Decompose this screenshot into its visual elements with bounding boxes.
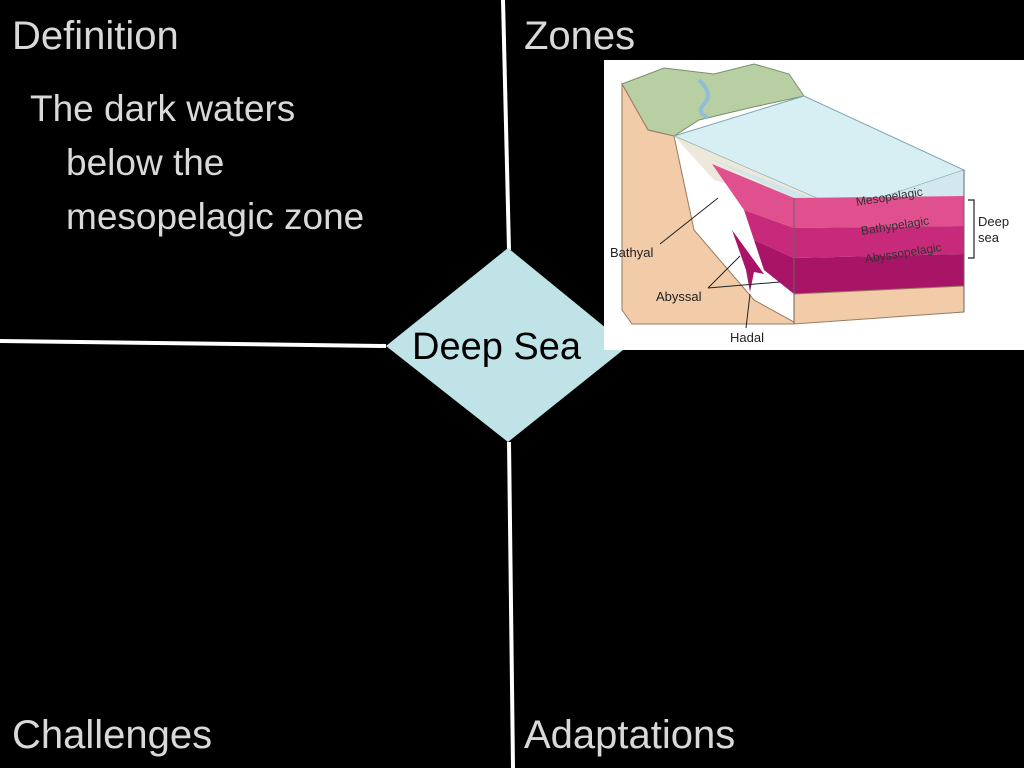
center-label: Deep Sea	[412, 326, 582, 368]
definition-title: Definition	[12, 14, 179, 58]
block-outline	[793, 170, 965, 324]
mesopelagic-band	[712, 164, 964, 228]
divider-top	[501, 0, 511, 251]
ocean-block-diagram	[621, 63, 975, 329]
divider-left	[0, 339, 387, 348]
zones-title: Zones	[524, 14, 636, 58]
divider-bottom	[507, 441, 515, 768]
ocean-zones-figure: Mesopelagic Bathypelagic Abyssopelagic D…	[604, 60, 1024, 350]
deep-sea-bracket	[968, 199, 975, 259]
deep-sea-label-line2: sea	[978, 230, 999, 245]
abyssal-label: Abyssal	[656, 289, 702, 304]
bathyal-label: Bathyal	[610, 245, 654, 260]
epipelagic-band	[704, 156, 964, 210]
definition-line-1: The dark waters	[30, 88, 296, 129]
hadal-label: Hadal	[730, 330, 764, 345]
abyssal-pointer-2	[707, 281, 781, 289]
definition-line-2: below the	[66, 142, 225, 183]
hadal-pointer	[745, 293, 751, 329]
challenges-title: Challenges	[12, 713, 213, 757]
bathypelagic-band	[744, 210, 964, 258]
river	[697, 78, 710, 120]
bathyal-pointer	[659, 197, 719, 245]
hadal-trench	[732, 230, 764, 292]
land-cliff	[621, 82, 795, 325]
abyssal-pointer-1	[707, 255, 741, 289]
center-diamond	[386, 248, 628, 442]
deep-sea-label-line1: Deep	[978, 214, 1010, 229]
definition-text: The dark waters below the mesopelagic zo…	[30, 82, 470, 244]
definition-line-3: mesopelagic zone	[66, 196, 365, 237]
adaptations-title: Adaptations	[524, 713, 736, 757]
abyssopelagic-band	[754, 240, 964, 294]
